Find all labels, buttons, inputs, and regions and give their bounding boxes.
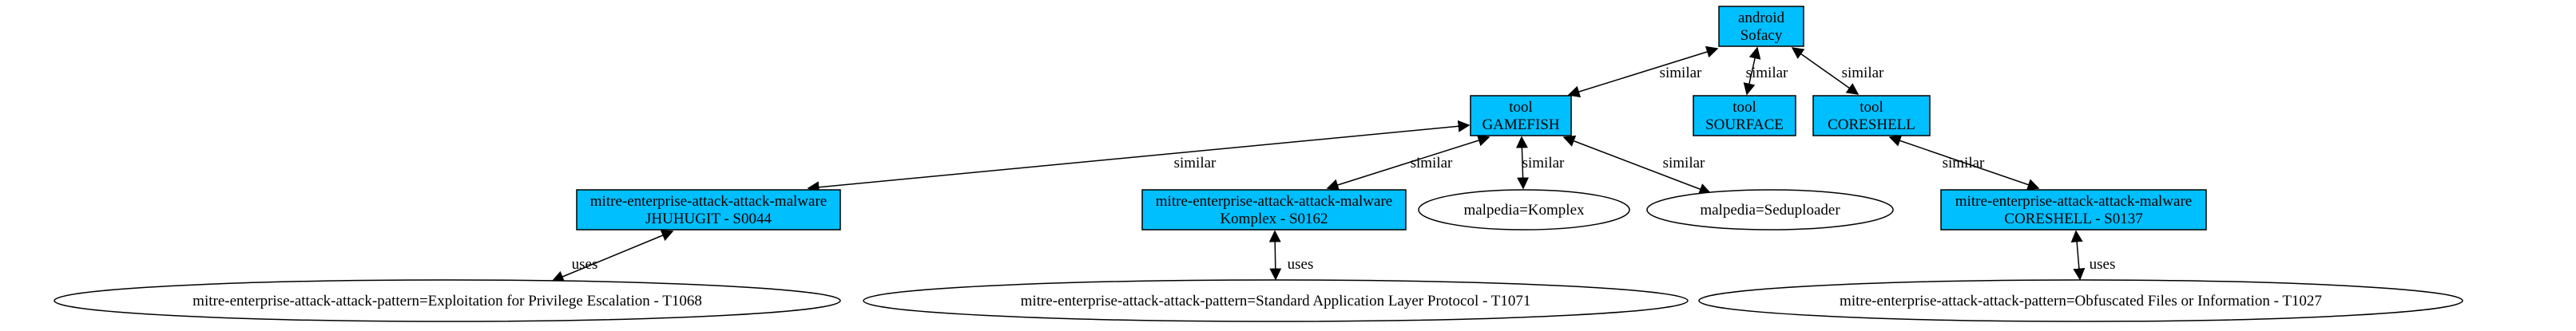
node-malpedia-seduploader-shape [1646, 189, 1894, 231]
node-jhuhugit-shape [576, 189, 841, 231]
node-malpedia-komplex-label: malpedia=Komplex [1463, 202, 1585, 219]
edge-label-similar-gamefish-malpedia-seduploader: similar [1663, 155, 1705, 171]
node-t1071: mitre-enterprise-attack-attack-pattern=S… [863, 279, 1689, 322]
node-sofacy-shape [1718, 6, 1804, 47]
node-jhuhugit: mitre-enterprise-attack-attack-malware J… [576, 189, 841, 231]
node-t1027-label: mitre-enterprise-attack-attack-pattern=O… [1840, 293, 2322, 309]
node-gamefish: tool GAMEFISH [1470, 95, 1572, 136]
edge-label-similar-gamefish-jhuhugit: similar [1174, 155, 1217, 171]
edge-gamefish-malpedia-komplex [1515, 136, 1530, 190]
node-sourface-line1: tool [1733, 99, 1756, 116]
node-coreshell-tool: tool CORESHELL [1812, 95, 1931, 136]
edge-gamefish-komplex [1326, 134, 1490, 191]
edge-label-uses-coreshell-malware: uses [2090, 256, 2116, 273]
edge-label-similar-gamefish-komplex: similar [1411, 155, 1453, 171]
node-coreshell-malware-shape [1940, 189, 2207, 231]
node-jhuhugit-line1: mitre-enterprise-attack-attack-malware [590, 193, 827, 210]
node-coreshell-malware-line2: CORESHELL - S0137 [2004, 211, 2142, 227]
node-t1027: mitre-enterprise-attack-attack-pattern=O… [1698, 279, 2463, 322]
edge-jhuhugit-t1068 [551, 230, 674, 282]
node-komplex-line1: mitre-enterprise-attack-attack-malware [1156, 193, 1392, 210]
node-malpedia-komplex: malpedia=Komplex [1418, 189, 1630, 231]
edges [551, 45, 2086, 282]
node-coreshell-tool-shape [1812, 95, 1931, 136]
node-sofacy: android Sofacy [1718, 6, 1804, 47]
edge-label-similar-sofacy-gamefish: similar [1660, 65, 1702, 81]
node-gamefish-line1: tool [1509, 99, 1533, 116]
edge-sofacy-gamefish [1567, 45, 1719, 98]
node-t1071-shape [863, 279, 1689, 322]
node-coreshell-malware-line1: mitre-enterprise-attack-attack-malware [1955, 193, 2192, 210]
node-gamefish-line2: GAMEFISH [1482, 116, 1559, 133]
node-coreshell-malware: mitre-enterprise-attack-attack-malware C… [1940, 189, 2207, 231]
node-coreshell-tool-line2: CORESHELL [1828, 116, 1915, 133]
node-sourface: tool SOURFACE [1693, 95, 1796, 136]
edge-coreshell-tool-coreshell-malware [1888, 135, 2040, 191]
node-komplex: mitre-enterprise-attack-attack-malware K… [1141, 189, 1407, 231]
edge-sofacy-coreshell-tool [1791, 47, 1860, 95]
node-malpedia-seduploader: malpedia=Seduploader [1646, 189, 1894, 231]
node-malpedia-komplex-shape [1418, 189, 1630, 231]
node-t1068-shape [54, 279, 841, 322]
node-gamefish-shape [1470, 95, 1572, 136]
edge-gamefish-malpedia-seduploader [1562, 135, 1712, 195]
edge-label-similar-coreshell: similar [1943, 155, 1985, 171]
node-t1068-label: mitre-enterprise-attack-attack-pattern=E… [193, 293, 702, 309]
edge-label-uses-jhuhugit: uses [572, 256, 598, 273]
node-t1027-shape [1698, 279, 2463, 322]
edge-komplex-t1071 [1268, 230, 1282, 281]
node-sofacy-line1: android [1738, 10, 1785, 26]
node-sourface-shape [1693, 95, 1796, 136]
edge-label-uses-komplex: uses [1288, 256, 1314, 273]
node-t1071-label: mitre-enterprise-attack-attack-pattern=S… [1021, 293, 1531, 309]
edge-label-similar-sofacy-coreshell-tool: similar [1842, 65, 1884, 81]
edge-label-similar-gamefish-malpedia-komplex: similar [1522, 155, 1565, 171]
node-sofacy-line2: Sofacy [1740, 27, 1783, 44]
node-jhuhugit-line2: JHUHUGIT - S0044 [645, 211, 772, 227]
node-t1068: mitre-enterprise-attack-attack-pattern=E… [54, 279, 841, 322]
node-sourface-line2: SOURFACE [1705, 116, 1784, 133]
edge-coreshell-malware-t1027 [2070, 230, 2086, 281]
edge-sofacy-sourface [1743, 46, 1761, 96]
edge-gamefish-jhuhugit [807, 120, 1471, 194]
edge-label-similar-sofacy-sourface: similar [1746, 65, 1788, 81]
node-coreshell-tool-line1: tool [1860, 99, 1883, 116]
node-malpedia-seduploader-label: malpedia=Seduploader [1700, 202, 1840, 219]
node-komplex-shape [1141, 189, 1407, 231]
edge-labels: similar similar similar similar similar … [572, 65, 2116, 273]
node-komplex-line2: Komplex - S0162 [1220, 211, 1328, 227]
